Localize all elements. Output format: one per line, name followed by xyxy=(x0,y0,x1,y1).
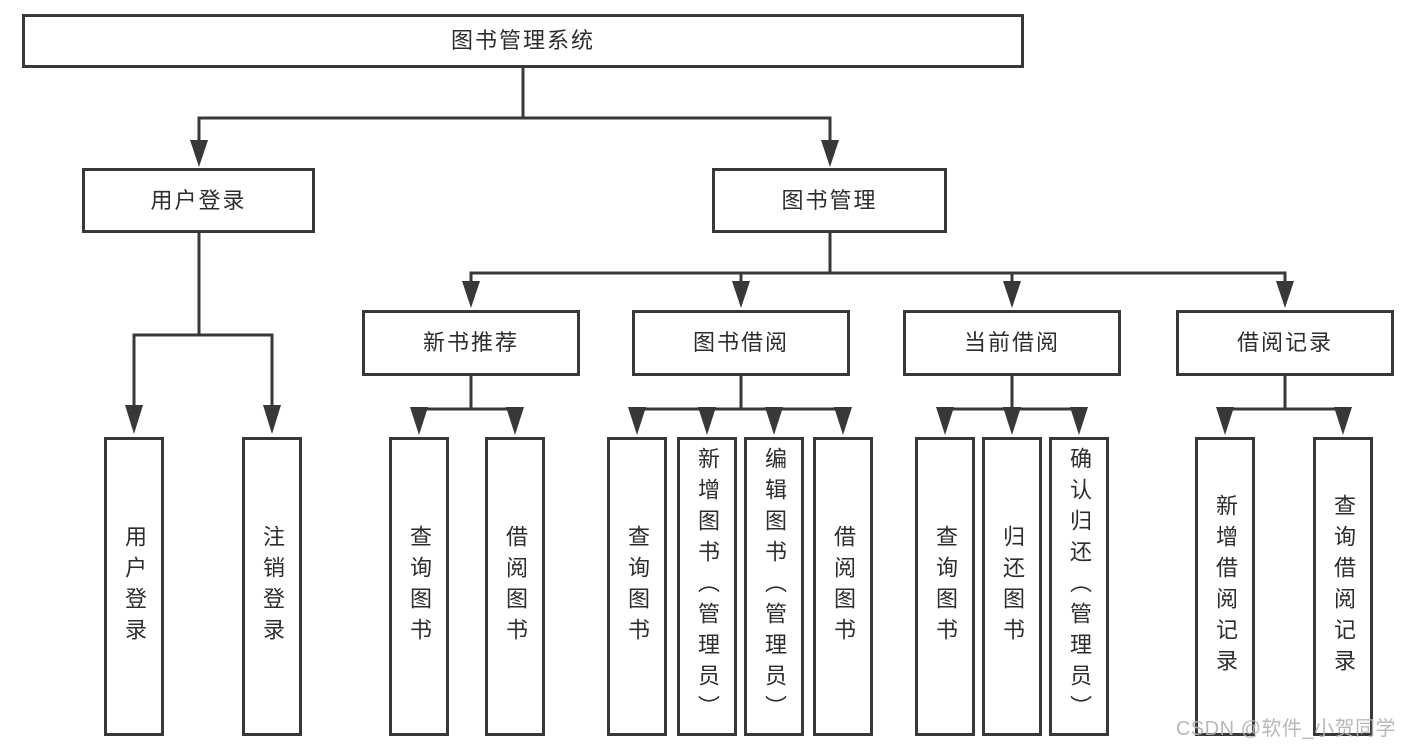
leaf-logout: 注销登录 xyxy=(242,437,302,736)
node-label: 图书借阅 xyxy=(692,330,789,355)
node-label: 用户登录 xyxy=(122,524,147,649)
leaf-nbr-query-book: 查询图书 xyxy=(389,437,449,736)
node-label: 查询图书 xyxy=(407,524,432,649)
leaf-br-add-record: 新增借阅记录 xyxy=(1195,437,1255,736)
node-new-book-recommend: 新书推荐 xyxy=(362,310,580,376)
node-label: 确认归还（管理员） xyxy=(1067,447,1092,726)
node-label: 用户登录 xyxy=(150,187,247,213)
leaf-bb-borrow-book: 借阅图书 xyxy=(813,437,873,736)
node-label: 新增图书（管理员） xyxy=(695,447,720,726)
node-label: 查询借阅记录 xyxy=(1331,493,1356,680)
node-current-borrow: 当前借阅 xyxy=(903,310,1121,376)
node-root-system: 图书管理系统 xyxy=(22,14,1024,68)
node-book-borrow: 图书借阅 xyxy=(632,310,850,376)
node-label: 借阅记录 xyxy=(1236,330,1333,355)
leaf-bb-add-book-admin: 新增图书（管理员） xyxy=(677,437,737,736)
node-label: 当前借阅 xyxy=(963,330,1060,355)
node-label: 查询图书 xyxy=(933,524,958,649)
node-label: 注销登录 xyxy=(260,524,285,649)
node-user-login: 用户登录 xyxy=(82,168,315,233)
leaf-nbr-borrow-book: 借阅图书 xyxy=(485,437,545,736)
node-label: 图书管理 xyxy=(781,187,878,213)
node-label: 归还图书 xyxy=(1000,524,1025,649)
node-label: 新书推荐 xyxy=(422,330,519,355)
leaf-bb-edit-book-admin: 编辑图书（管理员） xyxy=(744,437,804,736)
leaf-br-query-record: 查询借阅记录 xyxy=(1313,437,1373,736)
connector-lines xyxy=(132,68,1345,411)
node-label: 编辑图书（管理员） xyxy=(762,447,787,726)
node-label: 借阅图书 xyxy=(831,524,856,649)
arrowheads xyxy=(125,140,1352,435)
leaf-cb-return-book: 归还图书 xyxy=(982,437,1042,736)
leaf-bb-query-book: 查询图书 xyxy=(607,437,667,736)
node-label: 借阅图书 xyxy=(503,524,528,649)
leaf-cb-confirm-return-admin: 确认归还（管理员） xyxy=(1049,437,1109,736)
node-label: 新增借阅记录 xyxy=(1213,493,1238,680)
node-label: 图书管理系统 xyxy=(450,28,595,53)
leaf-cb-query-book: 查询图书 xyxy=(915,437,975,736)
node-label: 查询图书 xyxy=(625,524,650,649)
node-borrow-record: 借阅记录 xyxy=(1176,310,1394,376)
leaf-user-login: 用户登录 xyxy=(104,437,164,736)
node-book-management: 图书管理 xyxy=(712,168,947,233)
watermark: CSDN @软件_小贺同学 xyxy=(1175,718,1396,740)
